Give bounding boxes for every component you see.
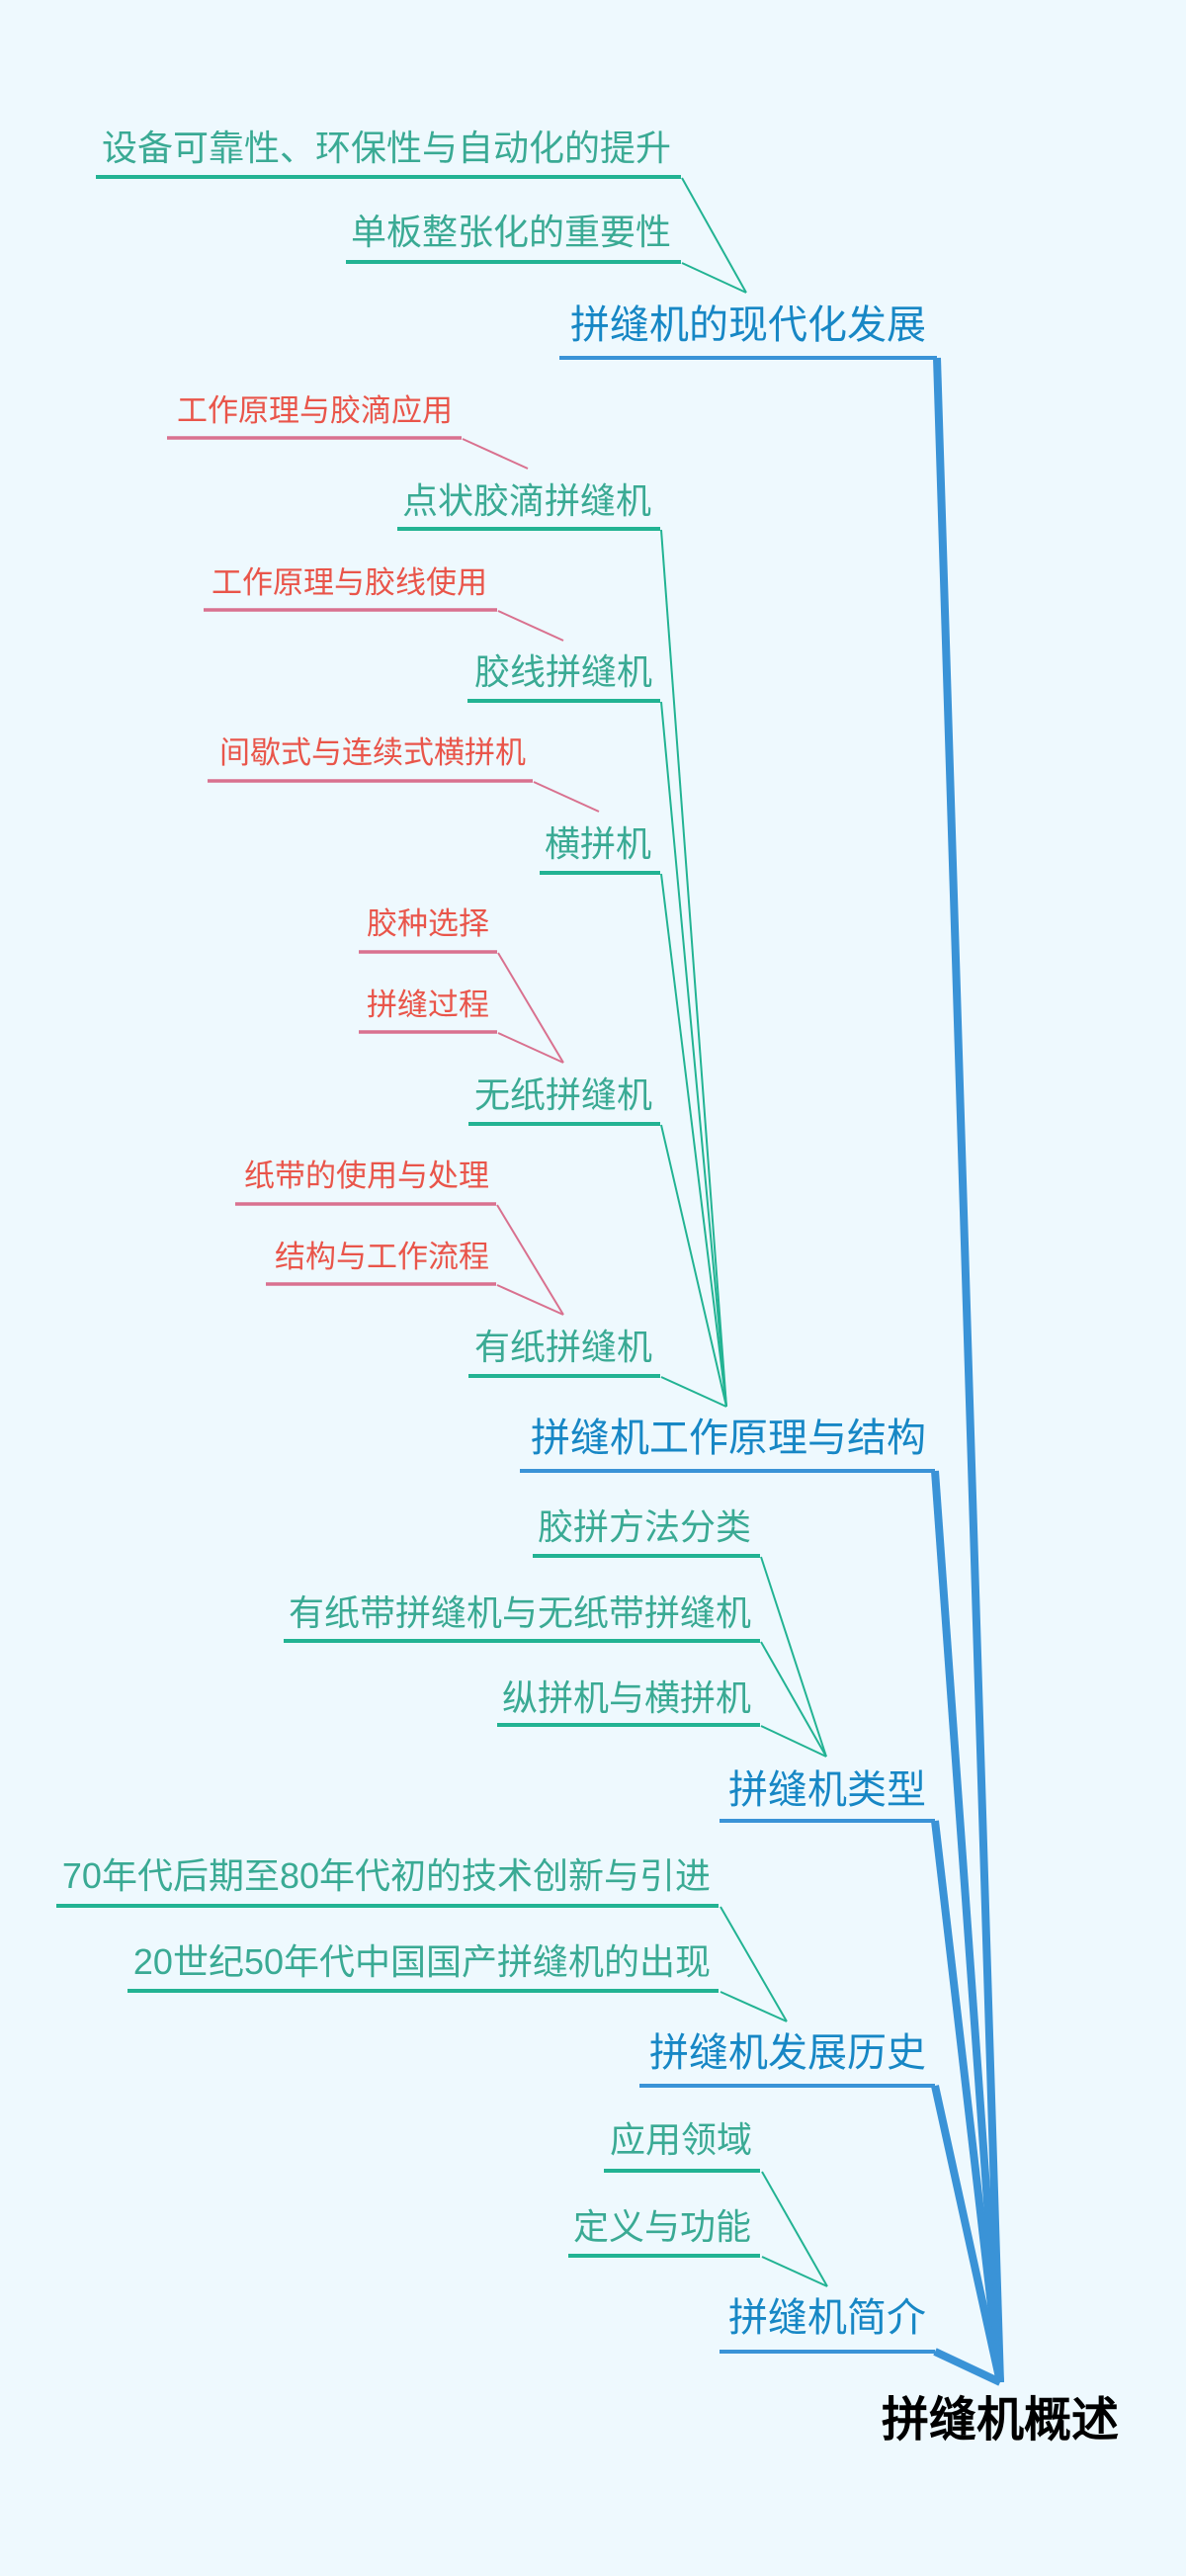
branch-introduction: 拼缝机简介 <box>728 2296 926 2340</box>
branch-splicer-types: 拼缝机类型 <box>728 1768 926 1812</box>
subtopic-paper-splicer: 有纸拼缝机 <box>473 1327 652 1367</box>
leaf-glue-line-principle: 工作原理与胶线使用 <box>212 565 487 600</box>
leaf-structure-workflow: 结构与工作流程 <box>275 1240 489 1274</box>
subtopic-70s-80s-innovation: 70年代后期至80年代初的技术创新与引进 <box>61 1855 711 1896</box>
subtopic-definition-function: 定义与功能 <box>572 2206 751 2247</box>
subtopic-glue-line-splicer: 胶线拼缝机 <box>473 651 652 692</box>
subtopic-whole-veneer: 单板整张化的重要性 <box>350 212 671 252</box>
subtopic-paperless-splicer: 无纸拼缝机 <box>473 1074 652 1115</box>
subtopic-application-fields: 应用领域 <box>609 2119 752 2160</box>
branch-principle-structure: 拼缝机工作原理与结构 <box>531 1417 926 1460</box>
subtopic-cross-splicer: 横拼机 <box>544 823 651 864</box>
subtopic-dot-glue-splicer: 点状胶滴拼缝机 <box>401 480 651 521</box>
leaf-splicing-process: 拼缝过程 <box>367 987 489 1022</box>
branch-modern-development: 拼缝机的现代化发展 <box>570 303 926 347</box>
subtopic-reliability-automation: 设备可靠性、环保性与自动化的提升 <box>101 128 671 168</box>
root-topic: 拼缝机概述 <box>881 2394 1120 2447</box>
leaf-dot-glue-principle: 工作原理与胶滴应用 <box>177 393 453 428</box>
leaf-intermittent-continuous: 间歇式与连续式横拼机 <box>219 735 526 770</box>
subtopic-paper-vs-paperless: 有纸带拼缝机与无纸带拼缝机 <box>288 1592 751 1633</box>
leaf-paper-tape-use: 纸带的使用与处理 <box>244 1159 489 1193</box>
main-branch-connectors <box>931 357 1004 2386</box>
subtopic-longitudinal-vs-cross: 纵拼机与横拼机 <box>501 1677 751 1718</box>
subtopic-glue-method-classification: 胶拼方法分类 <box>537 1506 751 1547</box>
leaf-glue-selection: 胶种选择 <box>367 906 489 941</box>
subtopic-1950s-domestic: 20世纪50年代中国国产拼缝机的出现 <box>132 1941 711 1982</box>
branch-history: 拼缝机发展历史 <box>649 2031 926 2075</box>
